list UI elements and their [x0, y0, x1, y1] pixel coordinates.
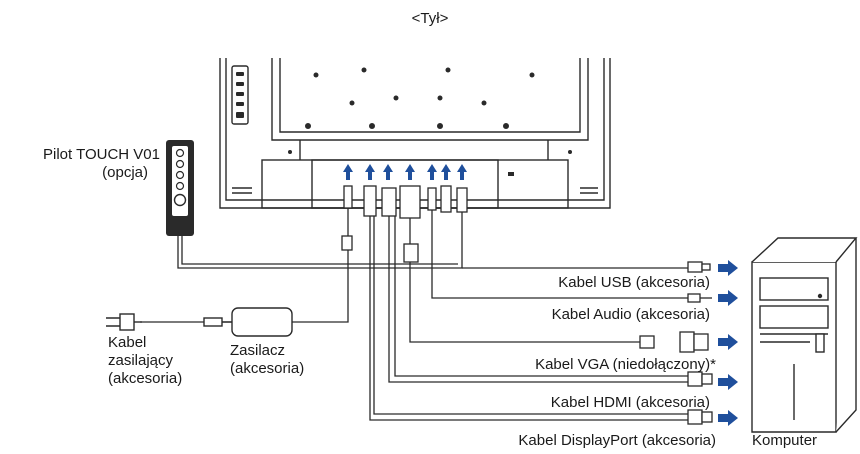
port-arrows [343, 164, 467, 180]
monitor-plugs [341, 185, 468, 263]
adapter-label-line2: (akcesoria) [230, 360, 305, 377]
cable-vga-label: Kabel VGA (niedołączony)* [535, 356, 716, 373]
adapter-label-line1: Zasilacz [230, 342, 286, 359]
mounting-screws [288, 67, 572, 176]
remote-control-drawing [166, 140, 194, 236]
power-cord-label-line2: zasilający [108, 352, 174, 369]
monitor-side-buttons [236, 72, 244, 118]
remote-label-line1: Pilot TOUCH V01 [43, 146, 160, 163]
pc-arrows [718, 260, 738, 426]
cable-usb-label: Kabel USB (akcesoria) [558, 274, 710, 291]
view-label: <Tył> [411, 10, 449, 27]
cable-audio-label: Kabel Audio (akcesoria) [551, 306, 710, 323]
cable-hdmi-label: Kabel HDMI (akcesoria) [550, 394, 710, 411]
remote-label-line2: (opcja) [102, 164, 148, 181]
pc-side-plugs [639, 261, 713, 425]
wall-plug-drawing [106, 313, 142, 331]
power-cord-label-line3: (akcesoria) [108, 370, 183, 387]
cable-displayport-label: Kabel DisplayPort (akcesoria) [518, 432, 716, 449]
power-adapter-drawing [203, 307, 293, 337]
power-cord-label-line1: Kabel [108, 334, 147, 351]
cable-lines [140, 208, 688, 421]
computer-label: Komputer [752, 432, 818, 449]
computer-tower-drawing [751, 237, 858, 433]
